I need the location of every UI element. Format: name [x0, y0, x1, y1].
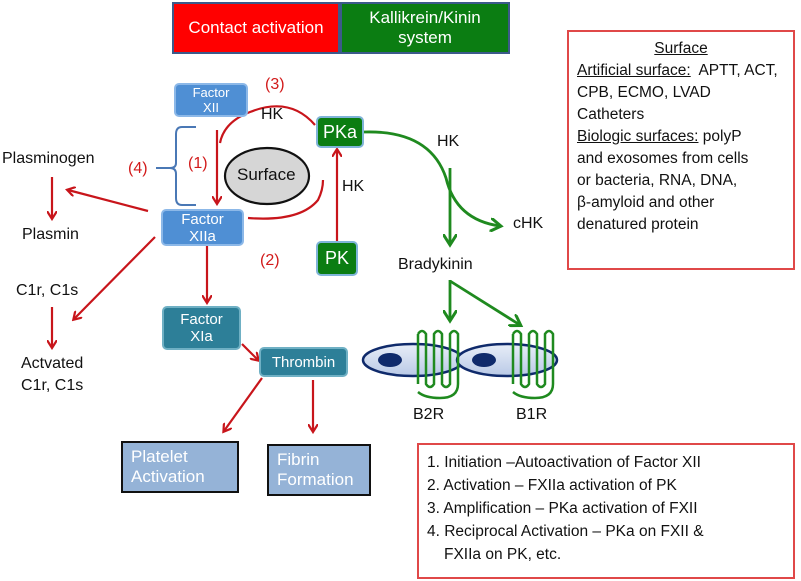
biologic-items-5: denatured protein: [577, 216, 699, 233]
label-chk: cHK: [513, 215, 544, 232]
arrow-thrombin-to-platelet: [224, 377, 263, 431]
arrow-bradykinin-to-b1r: [449, 279, 520, 325]
factor-xiia-label: Factor XIIa: [181, 210, 224, 245]
receptor-coil-b2r: [416, 329, 460, 400]
artificial-surface-items: APTT, ACT, CPB, ECMO, LVAD: [577, 62, 778, 101]
cell-b2r: [361, 342, 465, 378]
pka-label: PKa: [322, 121, 358, 142]
arrow-pka-to-fxii: [218, 105, 316, 144]
node-factor-xii: Factor XII: [174, 83, 248, 117]
legend-contact-activation: Contact activation: [172, 2, 340, 54]
surface-info-box: Surface Artificial surface: APTT, ACT, C…: [567, 30, 795, 270]
biologic-items-4: β-amyloid and other: [577, 194, 715, 211]
arrow-pka-to-chk: [363, 130, 500, 226]
legend-contact-label: Contact activation: [188, 18, 324, 37]
steps-info-box: 1. Initiation –Autoactivation of Factor …: [417, 443, 795, 579]
fibrin-formation-label: Fibrin Formation: [277, 450, 354, 489]
label-bradykinin: Bradykinin: [398, 256, 473, 273]
step-marker-3: (3): [265, 76, 285, 93]
step-marker-2: (2): [260, 252, 280, 269]
arrow-fxiia-to-c1: [74, 236, 156, 319]
step-item: 2. Activation – FXIIa activation of PK: [427, 477, 677, 494]
catheters-text: Catheters: [577, 106, 645, 123]
label-hk-top: HK: [261, 106, 284, 123]
surface-ellipse: [223, 146, 311, 206]
label-c1r-c1s: C1r, C1s: [16, 282, 79, 299]
step-marker-4: (4): [128, 160, 148, 177]
surface-label: Surface: [237, 165, 296, 184]
step-item: 4. Reciprocal Activation – PKa on FXII &: [427, 523, 704, 540]
label-hk-right: HK: [437, 133, 460, 150]
arrow-fxiia-to-plasminogen: [68, 190, 149, 213]
biologic-items-2: and exosomes from cells: [577, 150, 749, 167]
arrow-fxiia-to-pk: [247, 179, 325, 220]
label-hk-mid: HK: [342, 178, 365, 195]
node-pk: PK: [316, 241, 358, 276]
outcome-platelet-activation: Platelet Activation: [121, 441, 239, 493]
node-factor-xia: Factor XIa: [162, 306, 241, 350]
label-plasmin: Plasmin: [22, 226, 79, 243]
factor-xia-label: Factor XIa: [180, 311, 223, 345]
platelet-activation-label: Platelet Activation: [131, 447, 205, 486]
pk-label: PK: [324, 248, 349, 268]
legend-kallikrein-kinin: Kallikrein/Kinin system: [340, 2, 510, 54]
outcome-fibrin-formation: Fibrin Formation: [267, 444, 371, 496]
label-activated-c1r-c1s-line1: Actvated: [21, 355, 84, 372]
biologic-items-3: or bacteria, RNA, DNA,: [577, 172, 738, 189]
node-factor-xiia: Factor XIIa: [161, 209, 244, 246]
arrow-fxia-to-thrombin: [241, 343, 258, 360]
label-activated-c1r-c1s-line2: C1r, C1s: [21, 377, 84, 394]
surface-box-title: Surface: [654, 40, 708, 57]
biologic-surface-heading: Biologic surfaces:: [577, 128, 699, 145]
step-item: 3. Amplification – PKa activation of FXI…: [427, 500, 698, 517]
step-item-continuation: FXIIa on PK, etc.: [444, 546, 562, 563]
cell-b1r: [455, 342, 559, 378]
artificial-surface-heading: Artificial surface:: [577, 62, 691, 79]
label-plasminogen: Plasminogen: [2, 150, 95, 167]
biologic-items-1: polyP: [702, 128, 742, 145]
receptor-coil-b1r: [511, 329, 555, 400]
reciprocal-bracket: [156, 126, 196, 206]
step-item: 1. Initiation –Autoactivation of Factor …: [427, 454, 701, 471]
thrombin-label: Thrombin: [271, 353, 336, 371]
step-marker-1: (1): [188, 155, 208, 172]
legend-kallikrein-label: Kallikrein/Kinin system: [369, 8, 481, 47]
node-thrombin: Thrombin: [259, 347, 348, 377]
label-b2r: B2R: [413, 406, 445, 423]
label-b1r: B1R: [516, 406, 548, 423]
node-pka: PKa: [316, 116, 364, 148]
factor-xii-label: Factor XII: [192, 85, 230, 115]
